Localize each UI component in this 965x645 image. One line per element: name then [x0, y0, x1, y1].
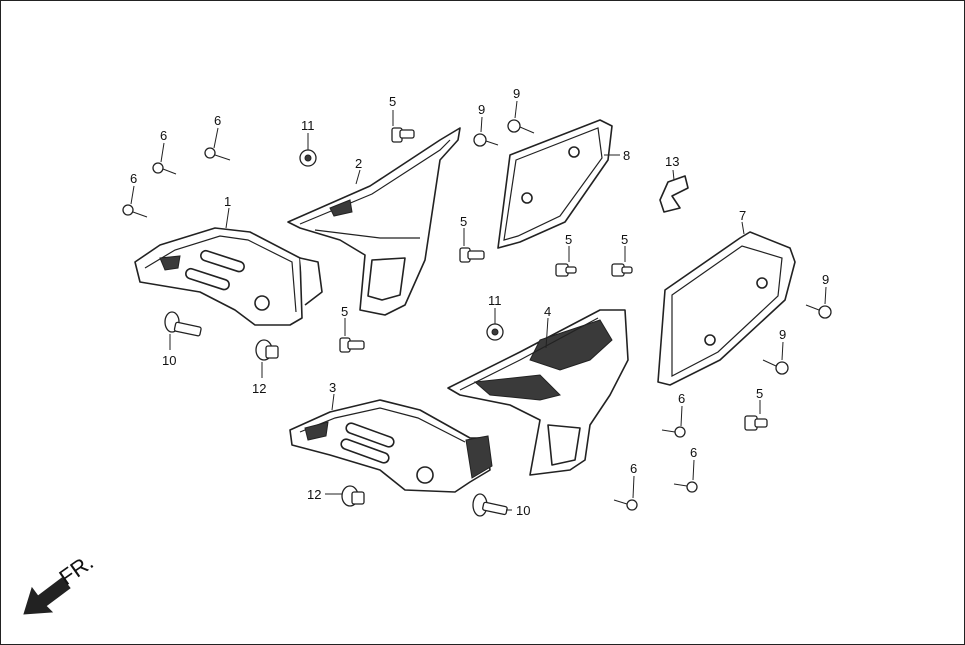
screw-6-f: [673, 481, 698, 493]
bolt-5-e: [339, 337, 365, 353]
callout-10b: 10: [516, 503, 530, 518]
callout-5a: 5: [389, 94, 396, 109]
part-7-right-side-panel: [657, 231, 796, 386]
pin-10-b: [472, 493, 508, 517]
callout-3: 3: [329, 380, 336, 395]
callout-12b: 12: [307, 487, 321, 502]
callout-11b: 11: [488, 293, 502, 308]
callout-9c: 9: [822, 272, 829, 287]
callout-7: 7: [739, 208, 746, 223]
callout-13: 13: [665, 154, 679, 169]
arrow-down-left-icon: [23, 577, 71, 615]
part-13-clip: [659, 175, 689, 213]
part-1-left-lower-cover: [134, 227, 323, 326]
callout-6e: 6: [630, 461, 637, 476]
part-2-upper-left-cover: [287, 127, 461, 316]
bolt-5-d: [611, 263, 633, 277]
callout-6a: 6: [160, 128, 167, 143]
pin-10-a: [164, 311, 202, 337]
part-3-lower-center-cover: [289, 399, 493, 493]
bolt-5-a: [391, 127, 415, 143]
callout-5f: 5: [756, 386, 763, 401]
bolt-9-c: [805, 304, 832, 319]
part-4-center-side-cover: [447, 309, 629, 476]
callout-12a: 12: [252, 381, 266, 396]
bolt-5-f: [744, 415, 768, 431]
bolt-5-b: [459, 247, 485, 263]
grommet-11-b: [486, 323, 504, 341]
callout-labels: 1 2 3 4 5 5 5 5 5 5 6 6 6 6 6 6 7 8 9 9 …: [130, 86, 829, 518]
screw-6-a: [152, 162, 177, 175]
callout-10a: 10: [162, 353, 176, 368]
callout-9b: 9: [513, 86, 520, 101]
callout-4: 4: [544, 304, 551, 319]
screw-6-b: [204, 147, 231, 161]
screw-6-d: [661, 426, 686, 438]
callout-5b: 5: [460, 214, 467, 229]
callout-1: 1: [224, 194, 231, 209]
front-direction-indicator: FR.: [23, 549, 98, 615]
bolt-9-d: [762, 359, 789, 375]
callout-6c: 6: [130, 171, 137, 186]
collar-12-b: [341, 485, 365, 507]
callout-5c: 5: [565, 232, 572, 247]
callout-5d: 5: [621, 232, 628, 247]
callout-11a: 11: [301, 118, 315, 133]
callout-6d: 6: [678, 391, 685, 406]
callout-9d: 9: [779, 327, 786, 342]
part-8-upper-right-panel: [497, 119, 613, 249]
leader-lines: [130, 100, 827, 511]
callout-9a: 9: [478, 102, 485, 117]
bolt-5-c: [555, 263, 577, 277]
callout-8: 8: [623, 148, 630, 163]
callout-6f: 6: [690, 445, 697, 460]
callout-5e: 5: [341, 304, 348, 319]
screw-6-c: [122, 204, 148, 218]
collar-12-a: [255, 339, 279, 361]
bolt-9-b: [507, 119, 535, 134]
callout-6b: 6: [214, 113, 221, 128]
screw-6-e: [613, 499, 638, 511]
grommet-11-a: [299, 149, 317, 167]
bolt-9-a: [473, 133, 499, 147]
callout-2: 2: [355, 156, 362, 171]
